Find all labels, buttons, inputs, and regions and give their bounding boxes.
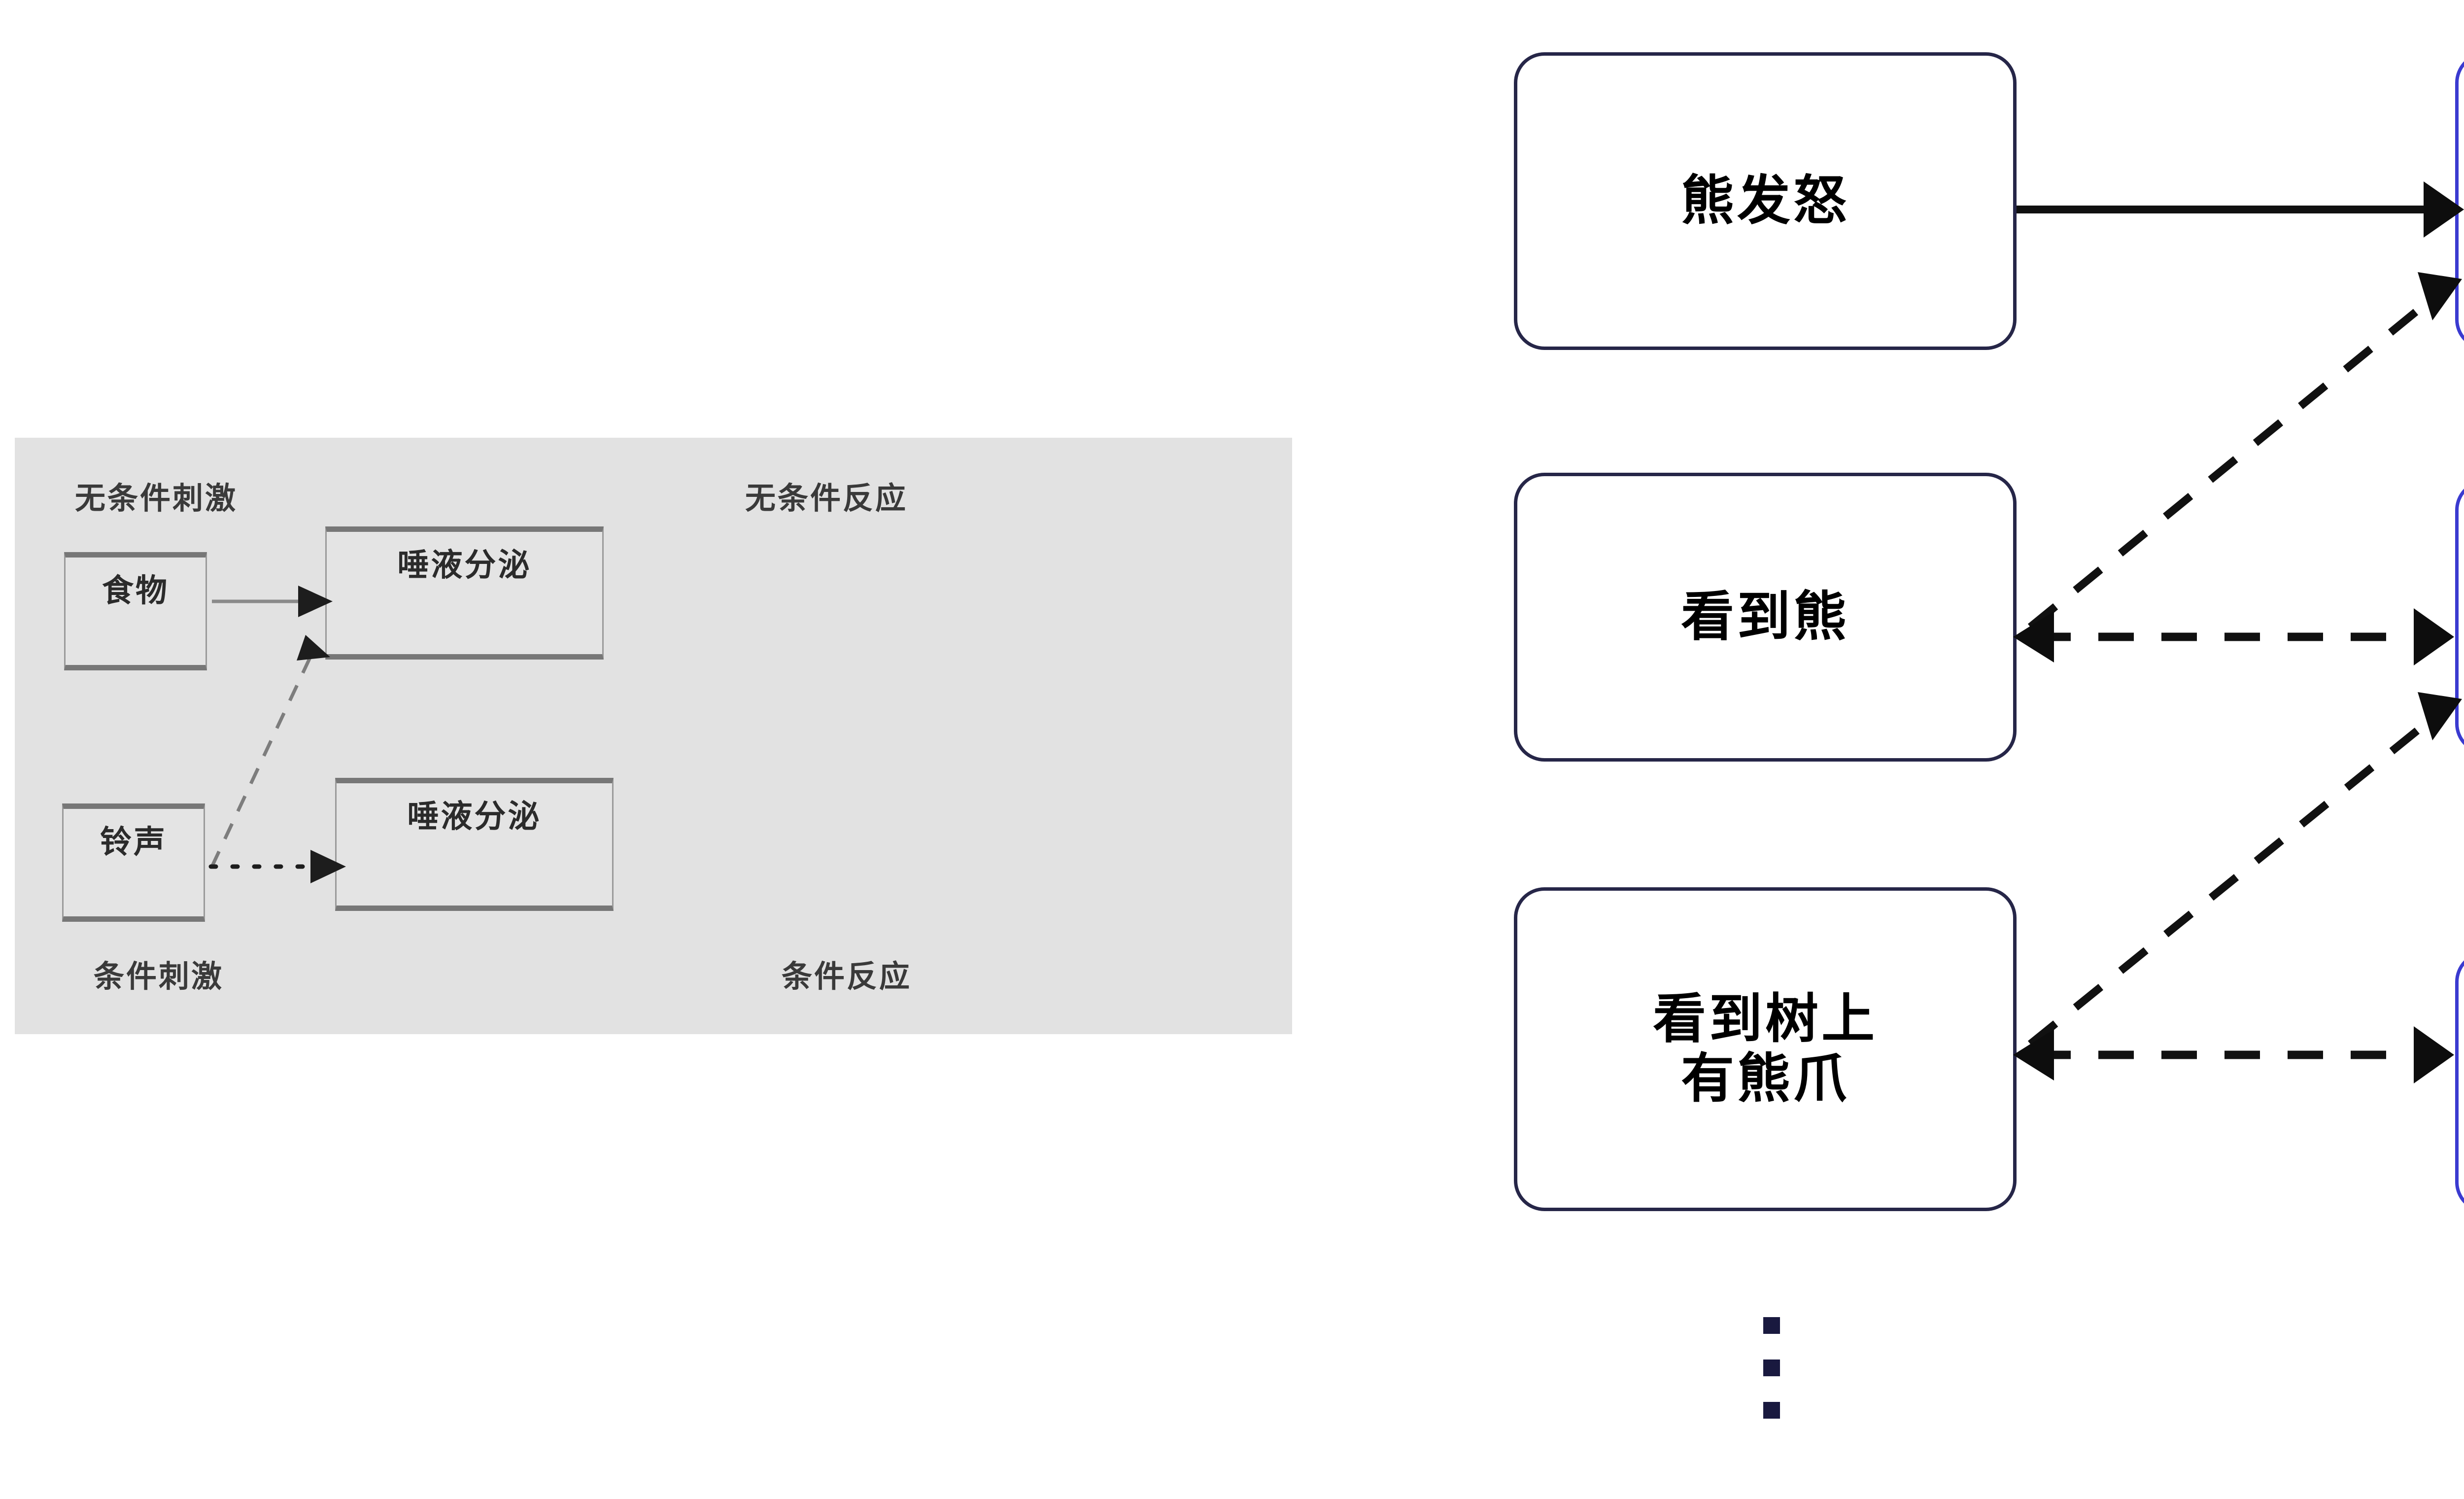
- box-see-claw-label: 看到树上 有熊爪: [1652, 988, 1878, 1110]
- arrowhead-into-see-claw: [2013, 1029, 2054, 1081]
- classical-conditioning-edges: [208, 586, 346, 883]
- cc-box-salivation-unconditioned: 唾液分泌: [325, 526, 604, 660]
- cc-box-bell: 铃声: [62, 803, 205, 922]
- edge-bell-to-salivation-diagonal: [210, 654, 313, 868]
- box-see-claw[interactable]: 看到树上 有熊爪: [1514, 887, 2017, 1211]
- box-bear-angry-label: 熊发怒: [1680, 170, 1849, 232]
- arrowhead-bell-diagonal: [297, 635, 330, 661]
- caption-unconditioned-response: 无条件反应: [745, 480, 908, 516]
- box-see-claw-label-line1: 看到树上: [1652, 988, 1878, 1050]
- ellipsis-dot: [1763, 1402, 1780, 1419]
- box-reward[interactable]: 奖励: [2455, 52, 2464, 350]
- box-bear-angry[interactable]: 熊发怒: [1514, 52, 2017, 350]
- caption-conditioned-stimulus: 条件刺激: [94, 958, 224, 994]
- caption-unconditioned-stimulus: 无条件刺激: [75, 480, 238, 516]
- arrowhead-into-see-bear: [2013, 611, 2054, 662]
- ellipsis-left-column: [1763, 1317, 1780, 1419]
- cc-box-food: 食物: [64, 552, 207, 670]
- arrowhead-see-claw-to-value-s: [2414, 1026, 2454, 1083]
- ellipsis-dot: [1763, 1317, 1780, 1334]
- box-see-bear[interactable]: 看到熊: [1514, 473, 2017, 762]
- edge-see-claw-to-value-s-prime: [2027, 717, 2432, 1047]
- box-value-s-prime[interactable]: V(s′): [2455, 480, 2464, 754]
- ellipsis-dot: [1763, 1360, 1780, 1376]
- box-see-bear-label: 看到熊: [1680, 586, 1849, 648]
- caption-conditioned-response: 条件反应: [782, 958, 912, 994]
- box-see-claw-label-line2: 有熊爪: [1680, 1047, 1849, 1110]
- arrowhead-bell-horizontal: [310, 850, 346, 883]
- arrowhead-food-to-salivation: [298, 586, 333, 617]
- classical-conditioning-panel: 无条件刺激 无条件反应 条件刺激 条件反应 食物 铃声 唾液分泌 唾液分泌: [15, 438, 1292, 1034]
- box-value-s[interactable]: V(s): [2455, 951, 2464, 1213]
- arrowhead-see-bear-to-value-s-prime: [2414, 608, 2454, 665]
- cc-box-salivation-conditioned: 唾液分泌: [335, 778, 614, 911]
- edge-see-bear-to-reward: [2027, 297, 2432, 630]
